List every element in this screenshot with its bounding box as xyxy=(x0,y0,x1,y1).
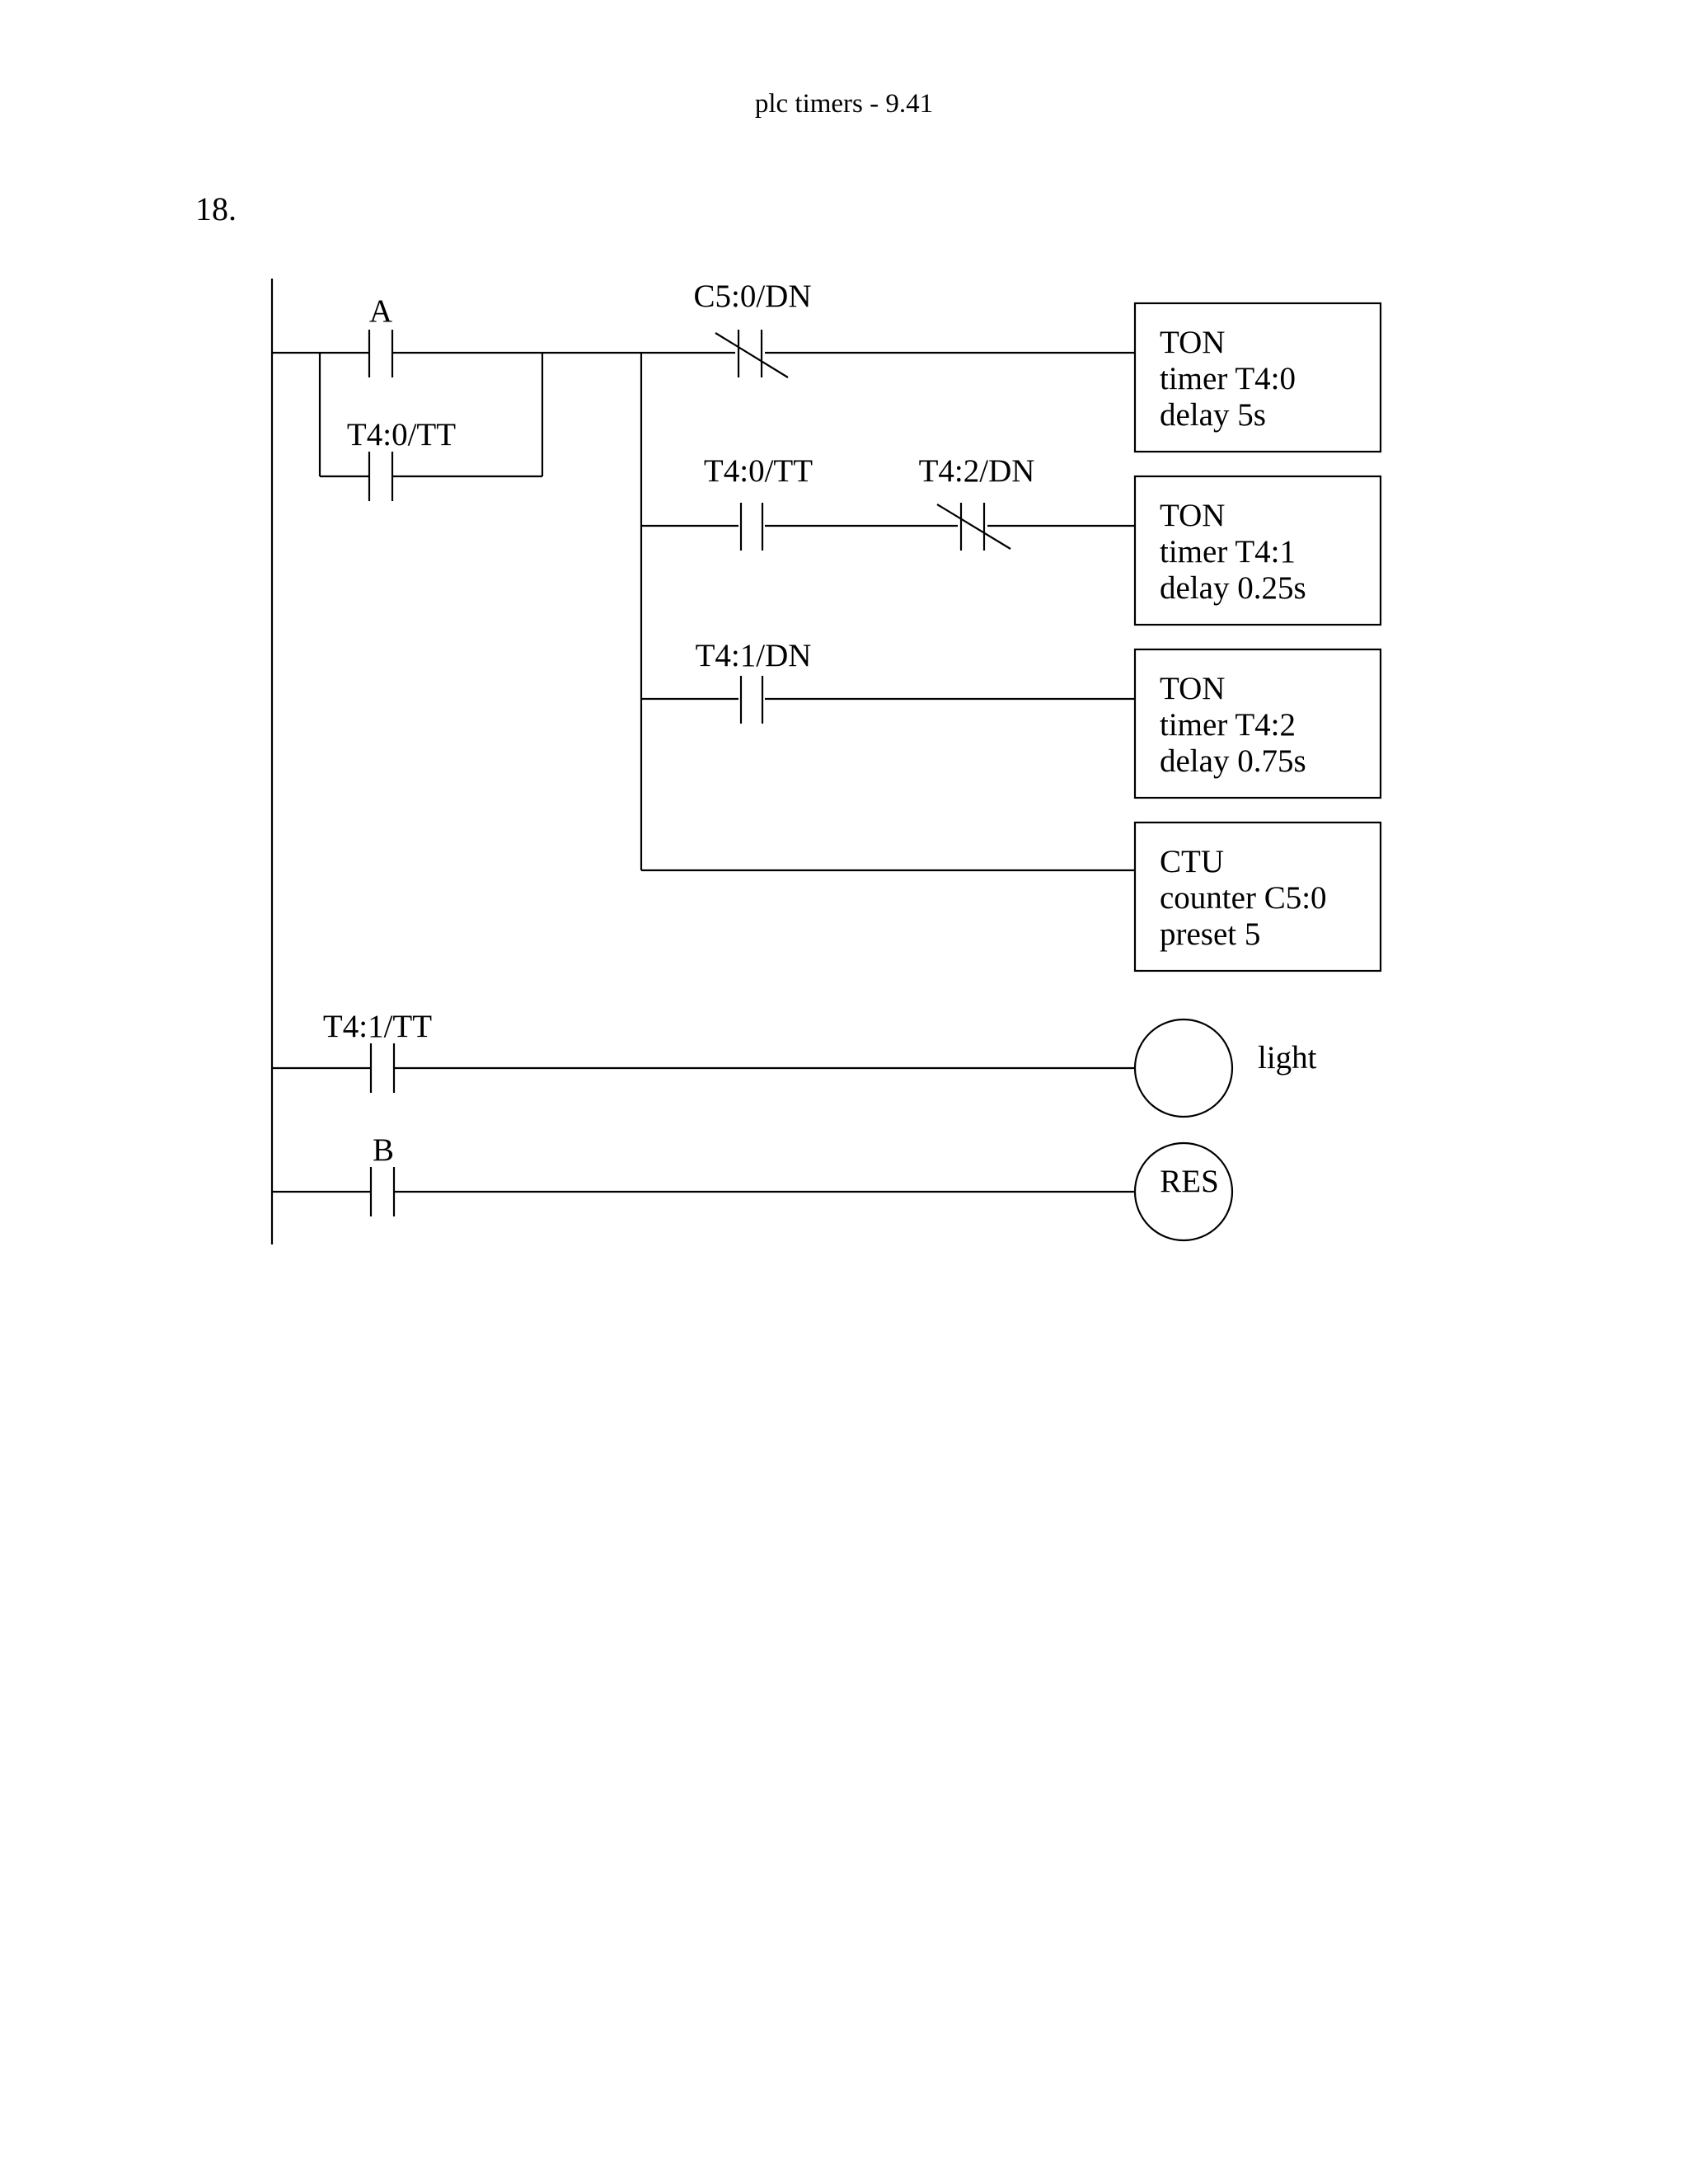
rung-1: A T4:0/TT C5:0/DN xyxy=(272,279,1135,870)
question-number: 18. xyxy=(195,190,237,227)
contact-t40-tt-label: T4:0/TT xyxy=(704,453,813,489)
contact-t40-tt xyxy=(738,501,765,552)
svg-text:delay 0.75s: delay 0.75s xyxy=(1160,743,1306,779)
svg-text:timer T4:2: timer T4:2 xyxy=(1160,707,1296,743)
branch-t40-tt xyxy=(318,353,544,501)
contact-t41-dn xyxy=(738,674,765,725)
contact-a-label: A xyxy=(369,293,392,329)
block-ctu-c50: CTU counter C5:0 preset 5 xyxy=(1133,821,1382,972)
res-label: RES xyxy=(1160,1164,1219,1199)
page-header: plc timers - 9.41 xyxy=(754,89,934,119)
block-ton-t41: TON timer T4:1 delay 0.25s xyxy=(1133,475,1382,626)
svg-text:timer T4:0: timer T4:0 xyxy=(1160,361,1296,396)
output-coil-light xyxy=(1133,1018,1234,1118)
svg-text:counter C5:0: counter C5:0 xyxy=(1160,880,1327,916)
contact-t42-dn-label: T4:2/DN xyxy=(919,453,1035,489)
output-coil-res xyxy=(1133,1141,1234,1242)
contact-t41-dn-label: T4:1/DN xyxy=(696,638,812,673)
block-ton-t40: TON timer T4:0 delay 5s xyxy=(1133,302,1382,453)
contact-c50-dn-nc xyxy=(715,328,789,379)
contact-t41-tt xyxy=(369,1043,396,1093)
svg-text:preset 5: preset 5 xyxy=(1160,916,1260,952)
svg-text:delay 5s: delay 5s xyxy=(1160,397,1266,433)
contact-c50-dn-label: C5:0/DN xyxy=(693,279,811,314)
block-ton-t42: TON timer T4:2 delay 0.75s xyxy=(1133,648,1382,799)
svg-text:TON: TON xyxy=(1160,498,1225,533)
contact-b-label: B xyxy=(373,1132,394,1168)
contact-t42-dn-nc xyxy=(936,501,1011,552)
rung-2: T4:1/TT light xyxy=(272,1009,1317,1118)
contact-t40-tt-branch-label: T4:0/TT xyxy=(347,417,456,452)
light-label: light xyxy=(1258,1040,1317,1076)
svg-text:CTU: CTU xyxy=(1160,844,1224,879)
svg-text:delay 0.25s: delay 0.25s xyxy=(1160,570,1306,606)
rung-1c: T4:1/DN xyxy=(641,638,1135,725)
svg-text:TON: TON xyxy=(1160,325,1225,360)
svg-text:timer T4:1: timer T4:1 xyxy=(1160,534,1296,569)
contact-a xyxy=(368,330,394,377)
contact-b xyxy=(369,1167,396,1216)
rung-3: B RES xyxy=(272,1132,1234,1242)
svg-text:TON: TON xyxy=(1160,671,1225,706)
rung-1b: T4:0/TT T4:2/DN xyxy=(641,453,1135,552)
contact-t41-tt-label: T4:1/TT xyxy=(323,1009,432,1044)
